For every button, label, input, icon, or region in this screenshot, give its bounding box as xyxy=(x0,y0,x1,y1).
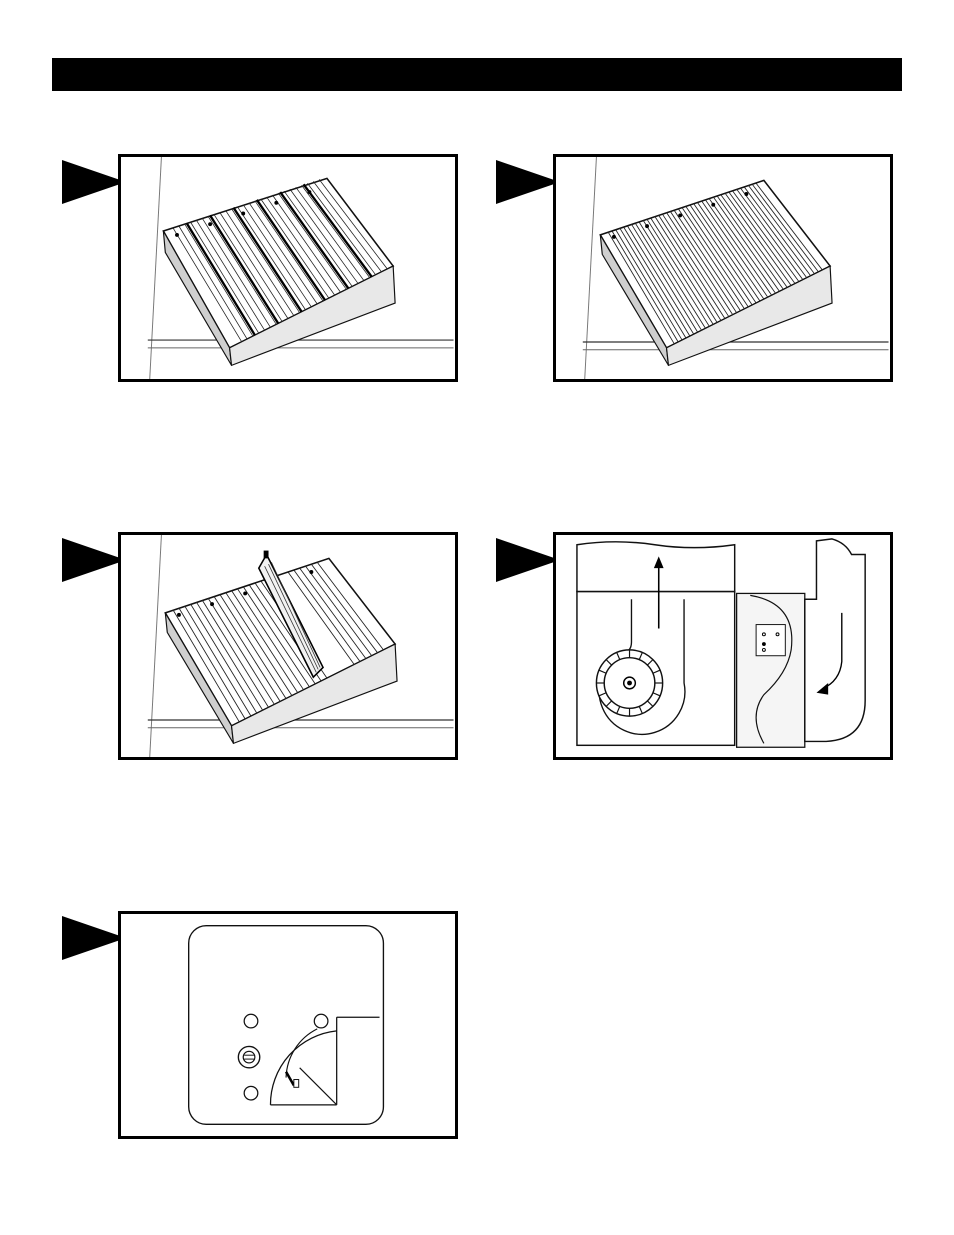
figure-blower-airflow xyxy=(553,532,893,760)
blower-wheel-icon xyxy=(556,535,890,757)
step-pointer-2 xyxy=(496,160,560,204)
step-pointer-4 xyxy=(496,538,560,582)
step-pointer-5 xyxy=(62,916,126,960)
control-dial-icon xyxy=(121,914,455,1136)
pleated-filter-icon xyxy=(121,535,455,757)
step-pointer-1 xyxy=(62,160,126,204)
step-pointer-3 xyxy=(62,538,126,582)
section-header-bar xyxy=(52,58,902,91)
pleated-filter-icon xyxy=(121,157,455,379)
figure-control-dial xyxy=(118,911,458,1139)
figure-filter-pleats-closed xyxy=(553,154,893,382)
figure-filter-pleat-raised xyxy=(118,532,458,760)
figure-filter-pleats-separated xyxy=(118,154,458,382)
pleated-filter-icon xyxy=(556,157,890,379)
